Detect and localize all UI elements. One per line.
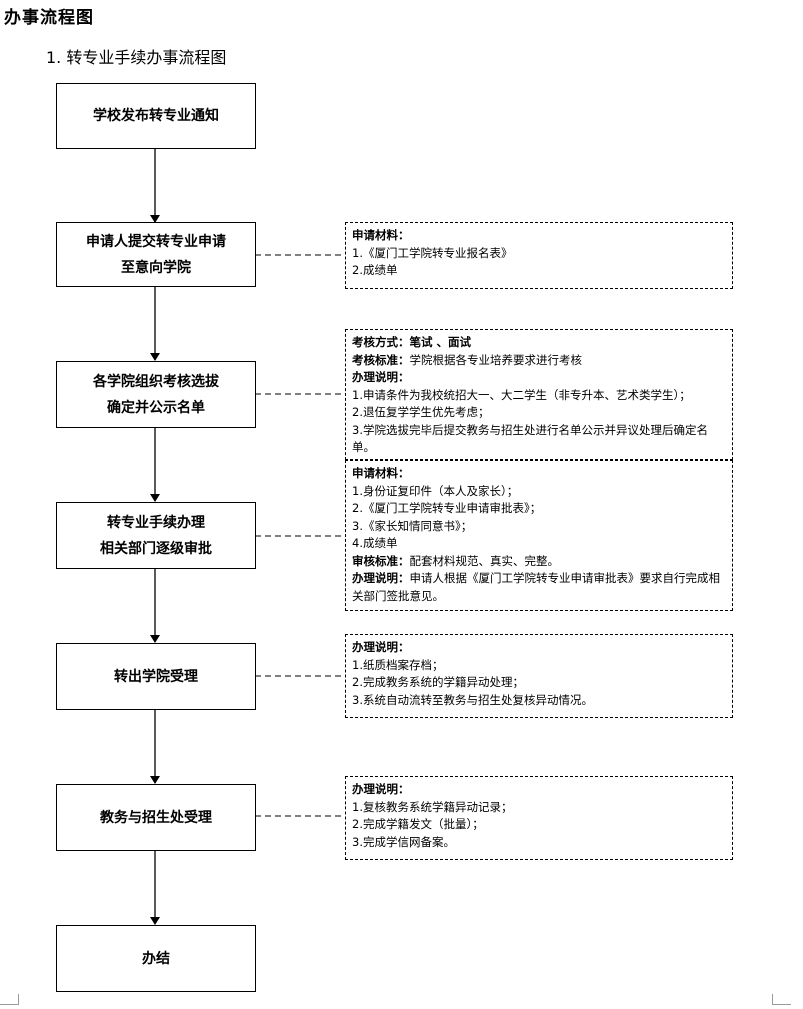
note-heading: 申请材料： (352, 466, 410, 480)
note-item: 2.完成教务系统的学籍异动处理； (352, 675, 524, 689)
step-label: 办结 (142, 950, 170, 967)
step-academic-office: 教务与招生处受理 (56, 784, 256, 851)
note-item: 3.完成学信网备案。 (352, 834, 455, 849)
page-corner-mark-right (772, 994, 791, 1005)
note-value-explain: 申请人根据《厦门工学院转专业申请审批表》要求自行完成相关部门签批意见。 (352, 571, 720, 603)
note-item: 3.系统自动流转至教务与招生处复核异动情况。 (352, 692, 593, 707)
note-heading: 办理说明： (352, 782, 410, 796)
note-label-method: 考核方式： (352, 335, 410, 349)
step-label-line2: 至意向学院 (121, 259, 191, 276)
note-item: 2.成绩单 (352, 263, 398, 277)
note-assessment: 考核方式：笔试 、面试 考核标准：学院根据各专业培养要求进行考核 办理说明： 1… (345, 329, 733, 460)
note-item: 1.复核教务系统学籍异动记录； (352, 799, 513, 814)
step-complete: 办结 (56, 925, 256, 992)
step-label-line2: 相关部门逐级审批 (100, 540, 212, 557)
step-label: 申请人提交转专业申请 (86, 233, 226, 250)
note-item: 1.申请条件为我校统招大一、大二学生（非专升本、艺术类学生）； (352, 387, 691, 402)
step-label: 转出学院受理 (114, 668, 198, 685)
step-label: 教务与招生处受理 (100, 809, 212, 826)
note-origin-college: 办理说明： 1.纸质档案存档； 2.完成教务系统的学籍异动处理； 3.系统自动流… (345, 634, 733, 718)
page-title: 办事流程图 (4, 8, 94, 28)
step-label: 学校发布转专业通知 (93, 108, 219, 124)
note-item: 3.学院选拔完毕后提交教务与招生处进行名单公示并异议处理后确定名单。 (352, 422, 708, 455)
note-label-explain: 办理说明： (352, 571, 410, 585)
note-item: 4.成绩单 (352, 536, 398, 550)
note-academic-office: 办理说明： 1.复核教务系统学籍异动记录； 2.完成学籍发文（批量）； 3.完成… (345, 776, 733, 860)
note-procedure-materials: 申请材料： 1.身份证复印件（本人及家长）； 2.《厦门工学院转专业申请审批表》… (345, 460, 733, 611)
note-value-method: 笔试 、面试 (409, 335, 472, 349)
page-corner-mark-left (0, 994, 19, 1005)
step-label: 转专业手续办理 (107, 514, 205, 531)
note-item: 1.身份证复印件（本人及家长）； (352, 483, 519, 498)
step-procedure-approval: 转专业手续办理 相关部门逐级审批 (56, 502, 256, 569)
step-origin-college: 转出学院受理 (56, 643, 256, 710)
note-application-materials: 申请材料： 1.《厦门工学院转专业报名表》 2.成绩单 (345, 222, 733, 289)
step-publish-notice: 学校发布转专业通知 (56, 83, 256, 149)
note-label-standard: 审核标准： (352, 553, 410, 568)
flowchart-subtitle: 1. 转专业手续办事流程图 (46, 48, 227, 67)
note-heading: 办理说明： (352, 640, 410, 654)
note-item: 3.《家长知情同意书》； (352, 518, 473, 533)
note-label-standard: 考核标准： (352, 352, 410, 367)
step-submit-application: 申请人提交转专业申请 至意向学院 (56, 222, 256, 287)
note-label-explain: 办理说明： (352, 370, 410, 384)
step-label-line2: 确定并公示名单 (107, 399, 205, 416)
note-item: 2.《厦门工学院转专业申请审批表》； (352, 501, 542, 515)
step-label: 各学院组织考核选拔 (93, 373, 219, 390)
note-item: 2.退伍复学学生优先考虑； (352, 405, 490, 419)
note-item: 2.完成学籍发文（批量）； (352, 817, 484, 831)
note-heading: 申请材料： (352, 228, 410, 242)
note-value-standard: 学院根据各专业培养要求进行考核 (409, 352, 583, 367)
step-assessment-selection: 各学院组织考核选拔 确定并公示名单 (56, 361, 256, 428)
note-item: 1.《厦门工学院转专业报名表》 (352, 245, 513, 260)
note-item: 1.纸质档案存档； (352, 657, 444, 672)
note-value-standard: 配套材料规范、真实、完整。 (409, 553, 560, 568)
